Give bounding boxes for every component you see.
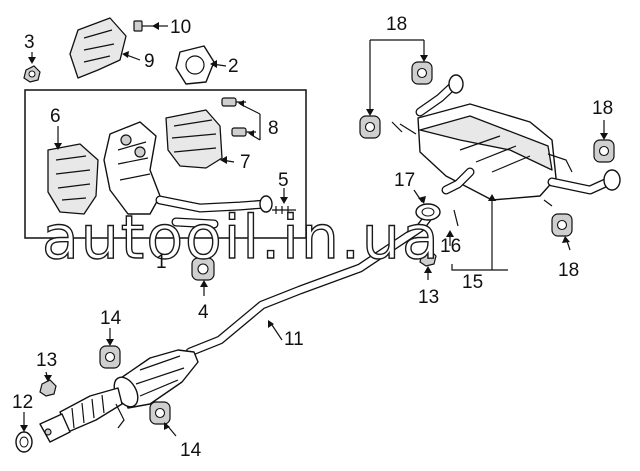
rear-hanger-insulator-right [593,139,615,163]
callout-1: 1 [156,252,167,273]
callout-6: 6 [50,106,61,127]
manifold-group-box [24,89,307,239]
center-hanger-insulator-left [99,345,121,369]
callout-8: 8 [268,118,279,139]
callout-13a: 13 [418,287,439,308]
callout-5: 5 [278,170,289,191]
manifold-outlet-pipe [155,195,273,229]
watermark-text: autooil.in.ua [42,203,441,273]
callout-13b: 13 [36,350,57,371]
stud-bolt [272,206,296,214]
callout-15: 15 [462,272,483,293]
converter-heat-shield [165,109,223,169]
callout-18a: 18 [386,14,407,35]
rear-hanger-insulator-lower [551,213,573,237]
exhaust-manifold [103,121,161,215]
center-hanger-insulator-right [149,401,171,425]
center-converter [113,349,199,409]
arrowheads [20,22,608,432]
callout-17: 17 [394,170,415,191]
rear-hanger-insulator-left [359,115,381,139]
front-pipe-gasket [15,431,33,453]
front-pipe-nut [39,379,57,397]
callout-18c: 18 [558,260,579,281]
callout-14a: 14 [100,308,122,329]
rear-muffler [391,74,621,207]
front-hanger-insulator [191,257,215,281]
front-pipe-flex [39,387,125,443]
upper-heat-shield [69,17,127,79]
callout-7: 7 [240,152,251,173]
pipe-gasket-ring [415,203,441,221]
callout-11: 11 [284,329,304,350]
callout-16: 16 [440,236,461,257]
oxygen-sensors [221,97,256,137]
rear-hanger-insulator-top [411,61,433,85]
manifold-heat-shield [47,143,99,215]
rear-pipe-stud [453,209,459,227]
callout-12: 12 [12,392,33,413]
callout-3: 3 [24,32,35,53]
callout-10: 10 [170,17,191,38]
callout-2: 2 [228,56,239,77]
rear-pipe-nut [419,249,437,267]
callout-9: 9 [144,51,155,72]
manifold-nut [23,65,41,83]
flange-gasket [175,45,215,85]
heat-shield-bolt [133,20,156,32]
callout-18b: 18 [592,98,613,119]
callout-4: 4 [198,302,209,323]
front-pipe [185,207,437,357]
callout-14b: 14 [180,440,202,461]
